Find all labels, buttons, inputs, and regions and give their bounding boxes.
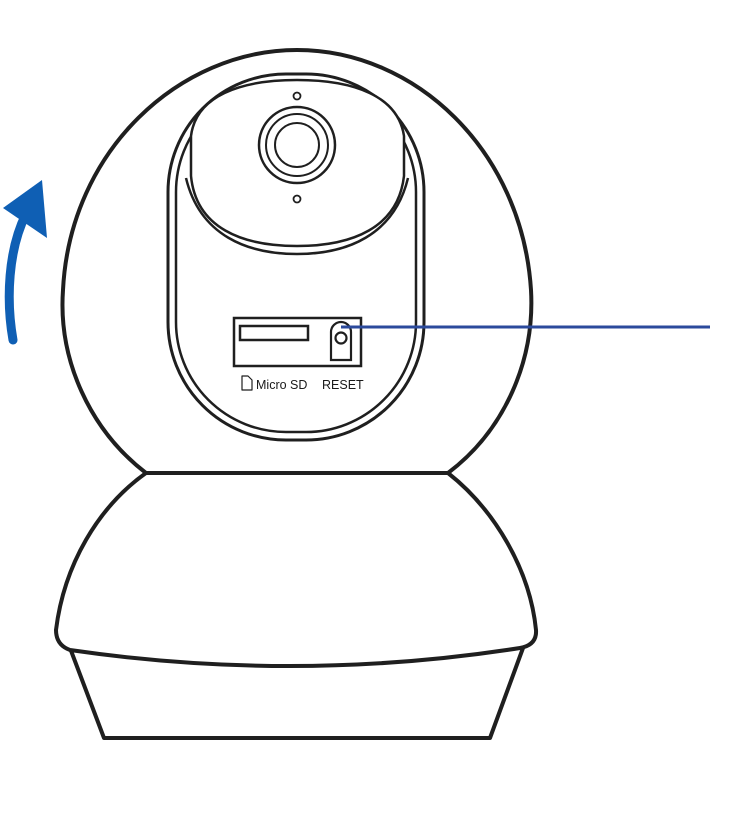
micro-sd-slot[interactable]: [238, 324, 310, 342]
micro-sd-label: Micro SD: [256, 378, 307, 392]
curved-up-arrow-icon: [3, 180, 47, 345]
lens-housing-rim: [184, 177, 410, 256]
lens-glass: [274, 122, 320, 168]
bottom-sensor-hole: [292, 194, 302, 204]
reset-label: RESET: [322, 378, 364, 392]
sd-card-icon: [241, 375, 253, 391]
camera-mid-dome: [54, 471, 539, 668]
rotation-arrow-head: [3, 180, 47, 238]
rotation-arrow-shaft: [4, 209, 31, 345]
reset-button[interactable]: [334, 331, 348, 345]
top-sensor-hole: [292, 91, 302, 101]
